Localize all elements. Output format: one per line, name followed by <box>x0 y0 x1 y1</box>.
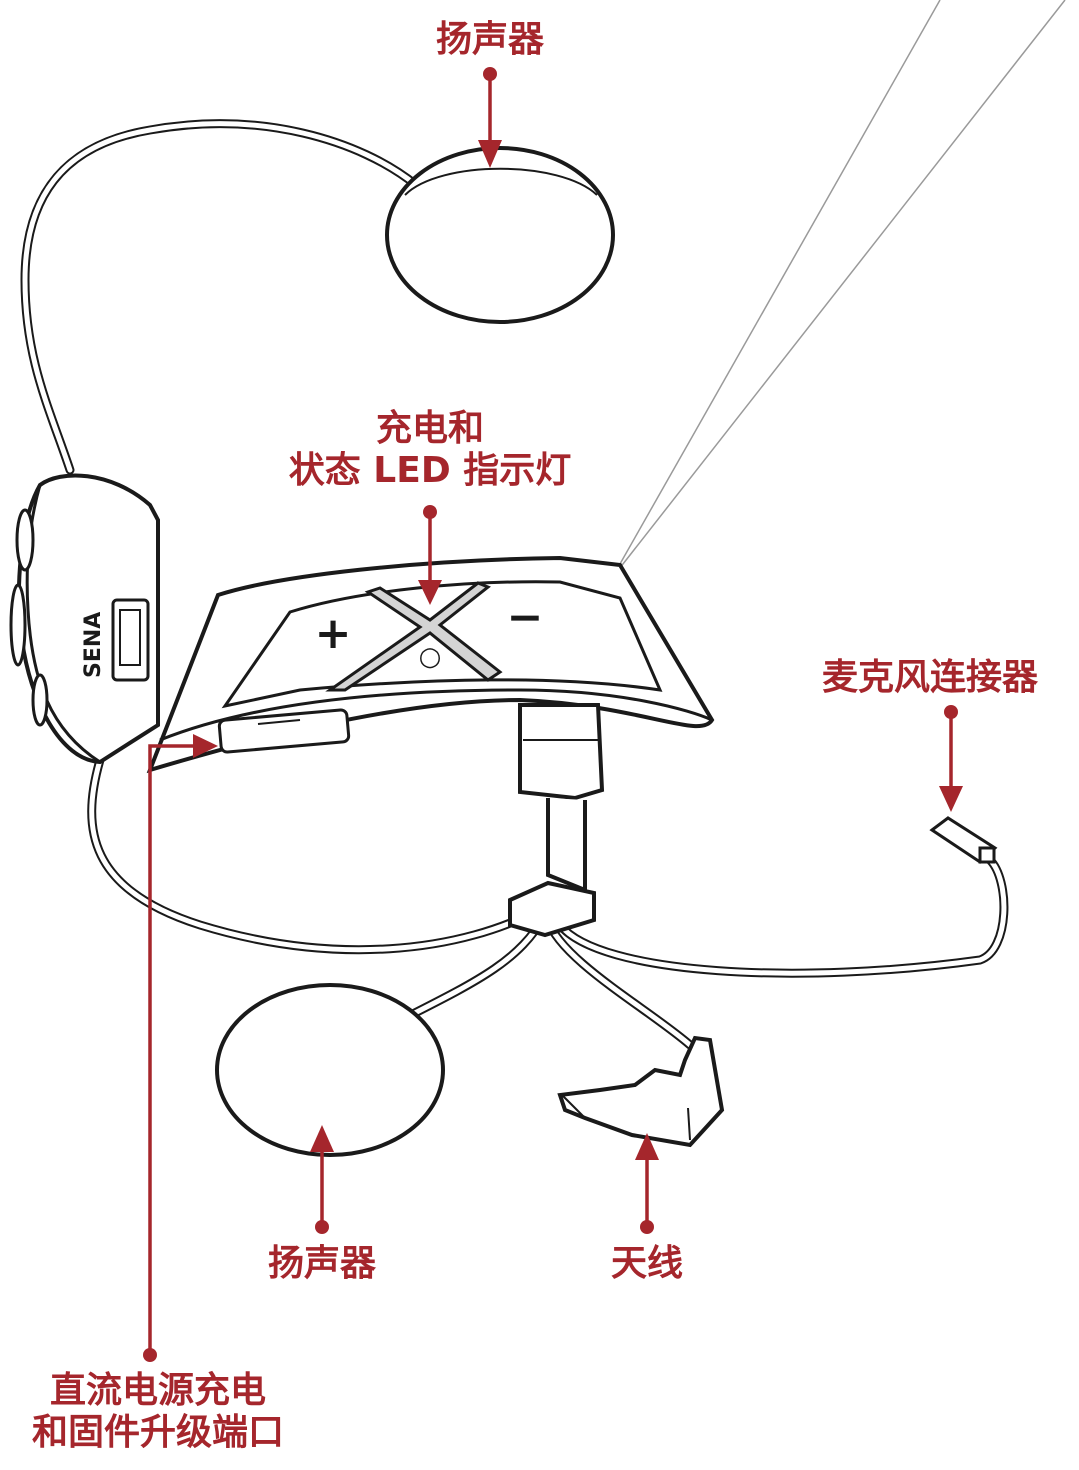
label-speaker-top: 扬声器 <box>435 19 544 60</box>
main-unit <box>9 473 160 765</box>
cables-inner <box>22 121 1007 1048</box>
speaker-bottom <box>215 983 445 1157</box>
perspective-lines <box>611 0 1066 579</box>
speaker-top <box>385 146 615 324</box>
antenna <box>557 1035 725 1148</box>
label-dc-line1: 直流电源充电 <box>49 1370 266 1411</box>
label-dc-port: 直流电源充电 和固件升级端口 <box>0 1370 316 1454</box>
label-led-line2: 状态 LED 指示灯 <box>288 450 572 491</box>
label-mic-connector: 麦克风连接器 <box>822 657 1039 698</box>
label-dc-line2: 和固件升级端口 <box>31 1412 284 1453</box>
control-unit <box>146 555 715 938</box>
center-button-icon: ○ <box>419 642 442 672</box>
button-cross <box>325 581 503 692</box>
minus-button-icon: − <box>507 592 544 643</box>
label-speaker-bottom: 扬声器 <box>267 1243 376 1284</box>
label-antenna: 天线 <box>610 1243 683 1284</box>
plus-button-icon: + <box>315 608 352 659</box>
brand-logo: SENA <box>81 612 106 678</box>
label-led-line1: 充电和 <box>375 408 484 449</box>
callout-arrows <box>143 67 963 1362</box>
label-led-indicator: 充电和 状态 LED 指示灯 <box>250 408 610 492</box>
mic-connector <box>929 816 998 864</box>
